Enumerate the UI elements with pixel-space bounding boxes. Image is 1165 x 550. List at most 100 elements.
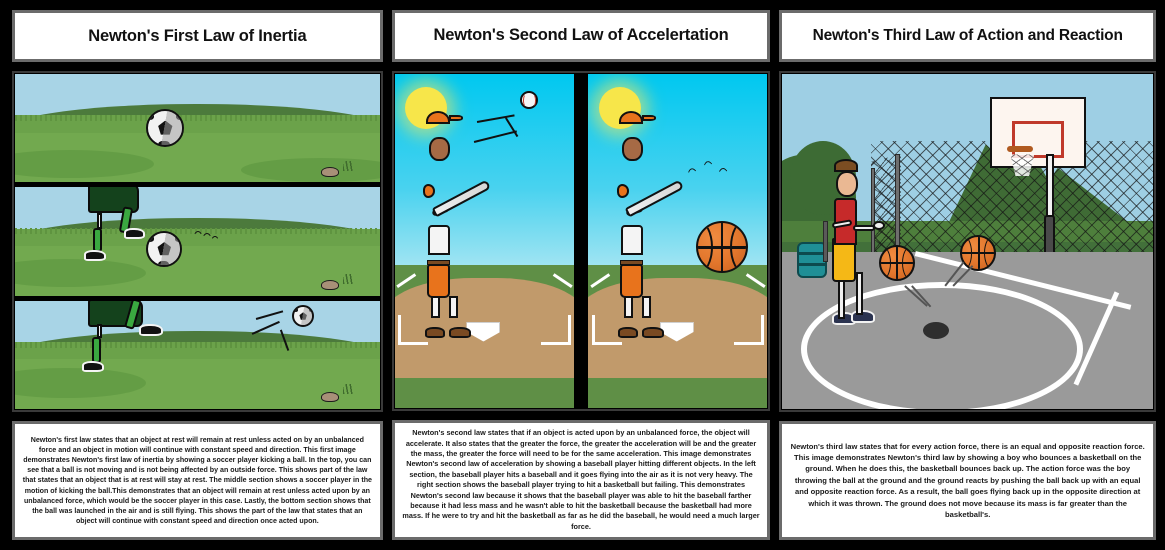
panel-artwork-first-law (12, 71, 383, 412)
batter-box-line (760, 314, 764, 345)
basketball-seam (730, 223, 746, 272)
caption-text: Newton's second law states that if an ob… (402, 428, 760, 531)
grass-tufts (15, 115, 380, 122)
ball-shading (148, 110, 183, 145)
player-sock (93, 228, 103, 253)
court-key-arc (800, 281, 1083, 409)
boy-arm (852, 224, 875, 231)
player-kicking-shoe (138, 324, 163, 337)
basketball-seam (962, 252, 995, 255)
boy-hand (873, 221, 886, 231)
batter-cap (426, 111, 451, 125)
panel-title-text: Newton's Second Law of Accelertation (433, 26, 729, 45)
basketball-seam (880, 246, 891, 279)
barrel-ring (799, 252, 826, 256)
caption-text: Newton's third law states that for every… (790, 441, 1145, 519)
ball-shading (294, 306, 313, 325)
scene-basketball-court (781, 73, 1154, 410)
rock (321, 280, 340, 291)
panel-third-law: Newton's Third Law of Action and Reactio… (779, 10, 1156, 540)
scene-ball-at-rest (14, 73, 381, 184)
ball-patch (174, 234, 181, 242)
batter-pants (620, 264, 644, 299)
batter-box-line (540, 341, 571, 345)
player-shorts (87, 187, 139, 214)
basketball-falling (878, 244, 915, 281)
batter-jersey (427, 224, 450, 255)
caption-first-law: Newton's first law states that an object… (12, 421, 383, 540)
batter-box-line (398, 314, 402, 345)
grass-patch (14, 258, 147, 287)
batter-cleat (425, 327, 446, 339)
batter-box-line (398, 341, 429, 345)
batter-jersey (621, 224, 644, 255)
batter-sock (430, 296, 440, 319)
ball-impact-shadow (923, 321, 950, 339)
batter-box-line (567, 314, 571, 345)
scene-ball-flying (14, 299, 381, 410)
batter-belt (426, 259, 450, 265)
batter-cleat (618, 327, 639, 339)
panel-title-second-law: Newton's Second Law of Accelertation (391, 10, 771, 62)
fence-post (823, 221, 829, 262)
rock (321, 391, 340, 402)
boy-leg (856, 271, 864, 316)
motion-line (200, 232, 213, 257)
soccer-ball (146, 108, 185, 147)
basketball-seam (697, 246, 746, 249)
scene-batter-hits-baseball (393, 72, 576, 410)
hoop-pole (1045, 154, 1054, 222)
rock (321, 167, 340, 178)
foreground-grass (587, 378, 768, 409)
rock-grass-tuft (343, 384, 354, 395)
player-shoe (84, 250, 107, 262)
batter-cleat (448, 327, 471, 339)
scene-batter-misses-basketball (586, 72, 769, 410)
batter-sleeve (423, 183, 436, 198)
panel-title-first-law: Newton's First Law of Inertia (12, 10, 383, 62)
barrel-ring (799, 263, 826, 267)
batter-box-line (733, 341, 764, 345)
basketball (695, 221, 748, 274)
grass-patch (14, 149, 154, 178)
boy-head (836, 171, 859, 198)
batter-head (622, 136, 644, 161)
panel-title-text: Newton's Third Law of Action and Reactio… (812, 27, 1123, 44)
grass-patch (14, 367, 147, 399)
batter-sock (448, 296, 458, 319)
panel-second-law: Newton's Second Law of Accelertation (391, 10, 771, 540)
basketball-seam (880, 262, 913, 265)
batter-sock (623, 296, 633, 319)
batter-head (428, 136, 450, 161)
boy-hair (834, 159, 859, 173)
batter-sleeve (616, 183, 629, 198)
soccer-ball (146, 230, 183, 267)
basketball-rebounding (960, 234, 997, 271)
basketball-seam (984, 236, 995, 269)
rock-grass-tuft (343, 160, 354, 171)
panel-artwork-third-law (779, 71, 1156, 412)
batter-cleat (641, 327, 664, 339)
batter-pants (426, 264, 450, 299)
foreground-grass (394, 378, 575, 409)
ball-patch (176, 112, 183, 121)
motion-line (210, 236, 221, 256)
grass-tufts (15, 341, 380, 348)
panel-title-text: Newton's First Law of Inertia (88, 26, 307, 45)
scene-divider (579, 72, 583, 410)
scene-player-kicking (14, 186, 381, 297)
soccer-ball-in-air (292, 304, 315, 327)
batter-cap-brim (641, 114, 656, 121)
panel-artwork-second-law (391, 70, 771, 412)
caption-second-law: Newton's second law states that if an ob… (391, 420, 771, 540)
hoop-rim (1006, 146, 1033, 153)
rock-grass-tuft (343, 273, 354, 284)
caption-third-law: Newton's third law states that for every… (779, 421, 1156, 540)
panel-first-law: Newton's First Law of Inertia (12, 10, 383, 540)
hoop-net (1010, 154, 1035, 177)
basketball-seam (962, 236, 973, 269)
batter-box-line (591, 314, 595, 345)
basketball-seam (697, 223, 713, 272)
player-leg (97, 324, 103, 339)
